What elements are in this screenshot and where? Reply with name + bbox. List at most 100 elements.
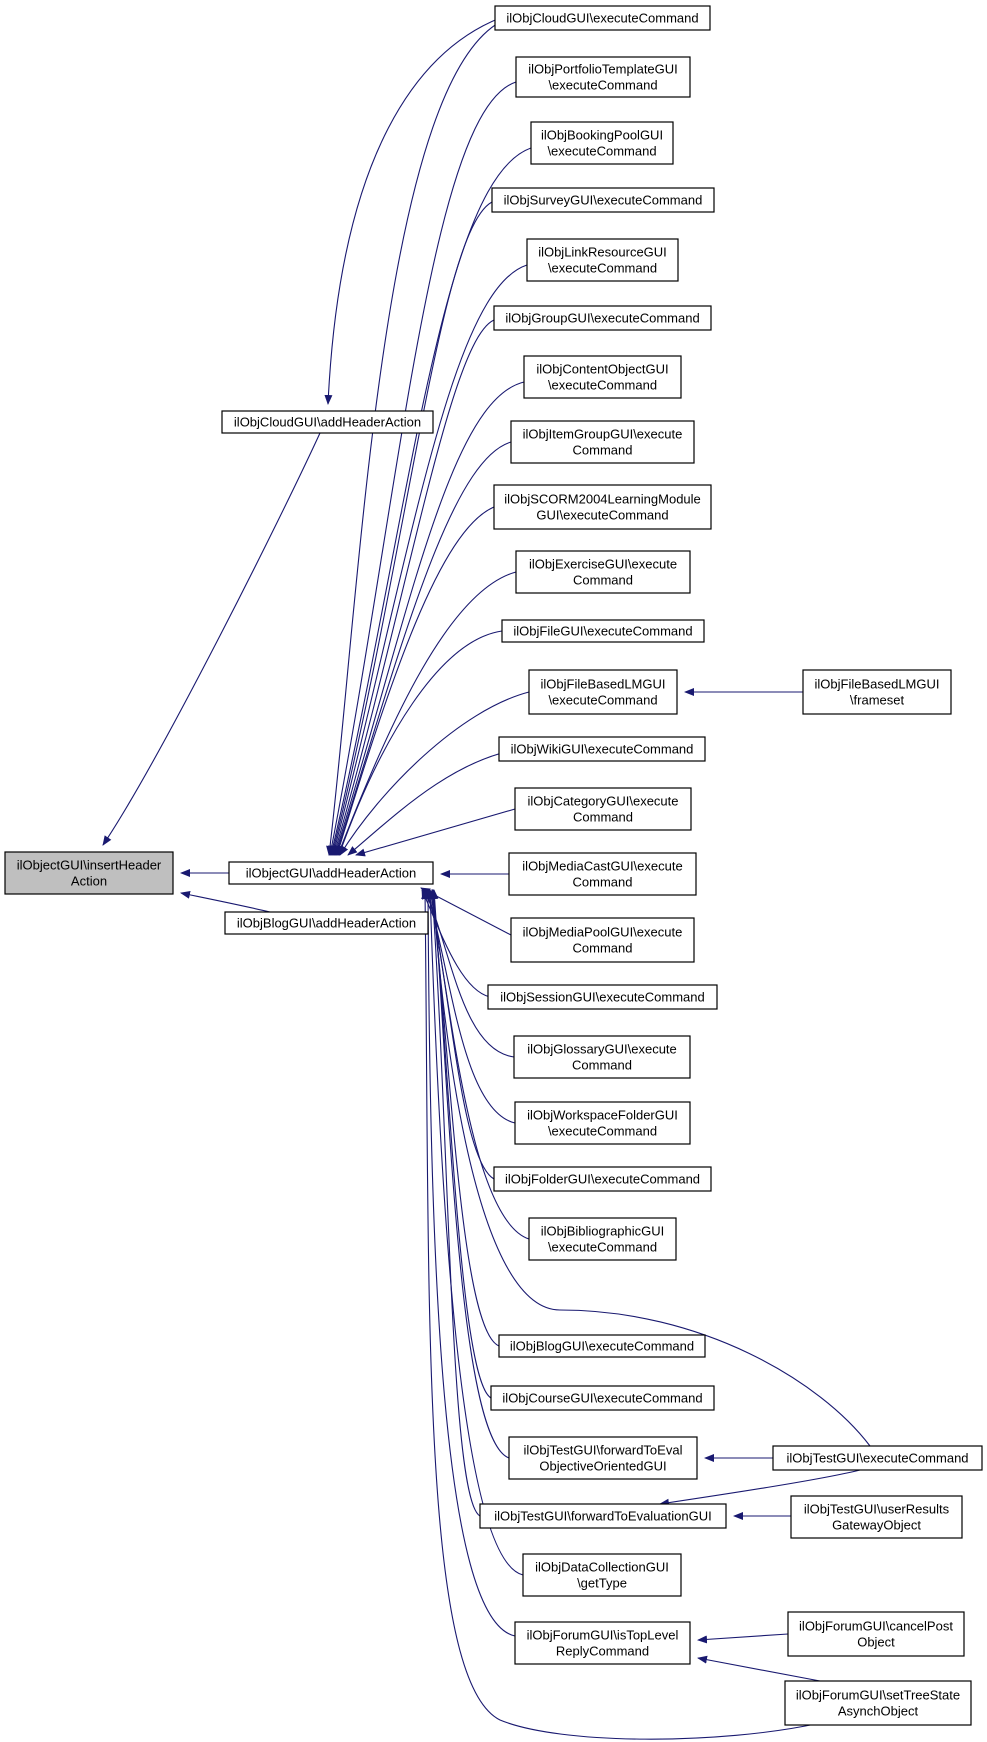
node-label-line: ilObjForumGUI\cancelPost — [799, 1619, 953, 1634]
node-filebasedlm-fs[interactable]: ilObjFileBasedLMGUI\frameset — [802, 669, 952, 715]
node-box[interactable] — [494, 5, 711, 31]
node-label-line: \executeCommand — [548, 693, 657, 708]
node-box[interactable] — [4, 851, 174, 895]
node-box[interactable] — [490, 1385, 715, 1411]
node-label-line: Command — [573, 810, 633, 825]
node-mediacast-ec[interactable]: ilObjMediaCastGUI\executeCommand — [508, 852, 697, 896]
node-linkres-ec[interactable]: ilObjLinkResourceGUI\executeCommand — [526, 238, 679, 282]
node-box[interactable] — [487, 984, 718, 1010]
edge-biblio-ec-to-object-aha — [427, 889, 530, 1240]
node-box[interactable] — [528, 1217, 677, 1261]
node-box[interactable] — [515, 550, 691, 594]
node-cloud-ec[interactable]: ilObjCloudGUI\executeCommand — [494, 5, 711, 31]
node-portfolio-ec[interactable]: ilObjPortfolioTemplateGUI\executeCommand — [515, 56, 691, 98]
node-label-line: ilObjGlossaryGUI\execute — [527, 1042, 677, 1057]
node-label-line: ilObjCloudGUI\addHeaderAction — [234, 415, 421, 430]
node-box[interactable] — [510, 420, 695, 464]
edge-group-ec-to-object-aha — [332, 319, 495, 856]
node-box[interactable] — [784, 1680, 972, 1726]
node-datacoll-gt[interactable]: ilObjDataCollectionGUI\getType — [522, 1553, 682, 1597]
node-box[interactable] — [510, 917, 695, 963]
node-box[interactable] — [530, 121, 674, 165]
edge-exercise-ec-to-object-aha — [337, 571, 517, 856]
node-label-line: ReplyCommand — [556, 1644, 649, 1659]
node-mediapool-ec[interactable]: ilObjMediaPoolGUI\executeCommand — [510, 917, 695, 963]
node-file-ec[interactable]: ilObjFileGUI\executeCommand — [501, 619, 705, 643]
node-box[interactable] — [513, 1035, 691, 1079]
node-box[interactable] — [514, 1621, 691, 1665]
node-box[interactable] — [787, 1611, 965, 1657]
node-box[interactable] — [772, 1445, 983, 1471]
node-box[interactable] — [221, 410, 434, 434]
node-cloud-aha[interactable]: ilObjCloudGUI\addHeaderAction — [221, 410, 434, 434]
node-group-ec[interactable]: ilObjGroupGUI\executeCommand — [493, 305, 712, 331]
edge-cloud-ec-to-cloud-aha — [324, 17, 501, 405]
node-label-line: ilObjForumGUI\isTopLevel — [527, 1628, 679, 1643]
node-course-ec[interactable]: ilObjCourseGUI\executeCommand — [490, 1385, 715, 1411]
node-box[interactable] — [498, 1334, 706, 1358]
edge-test-fteoo-to-object-aha — [430, 889, 510, 1459]
node-biblio-ec[interactable]: ilObjBibliographicGUI\executeCommand — [528, 1217, 677, 1261]
node-filebasedlm-ec[interactable]: ilObjFileBasedLMGUI\executeCommand — [528, 669, 678, 715]
node-test-fteoo[interactable]: ilObjTestGUI\forwardToEvalObjectiveOrien… — [508, 1436, 698, 1480]
node-box[interactable] — [493, 1166, 712, 1192]
node-label-line: \executeCommand — [548, 378, 657, 393]
node-object-aha[interactable]: ilObjectGUI\addHeaderAction — [228, 861, 434, 885]
node-box[interactable] — [528, 669, 678, 715]
node-label-line: ilObjMediaPoolGUI\execute — [523, 925, 683, 940]
node-wsfolder-ec[interactable]: ilObjWorkspaceFolderGUI\executeCommand — [514, 1101, 691, 1145]
node-category-ec[interactable]: ilObjCategoryGUI\executeCommand — [514, 787, 692, 831]
node-label-line: ilObjCategoryGUI\execute — [527, 794, 678, 809]
node-exercise-ec[interactable]: ilObjExerciseGUI\executeCommand — [515, 550, 691, 594]
node-test-ec[interactable]: ilObjTestGUI\executeCommand — [772, 1445, 983, 1471]
node-box[interactable] — [228, 861, 434, 885]
node-blog-ec[interactable]: ilObjBlogGUI\executeCommand — [498, 1334, 706, 1358]
node-box[interactable] — [479, 1503, 727, 1529]
node-box[interactable] — [526, 238, 679, 282]
node-label-line: ilObjExerciseGUI\execute — [529, 557, 677, 572]
node-box[interactable] — [508, 852, 697, 896]
node-label-line: ilObjCloudGUI\executeCommand — [506, 11, 698, 26]
node-contentobj-ec[interactable]: ilObjContentObjectGUI\executeCommand — [523, 355, 682, 399]
node-survey-ec[interactable]: ilObjSurveyGUI\executeCommand — [491, 187, 715, 213]
node-box[interactable] — [790, 1495, 963, 1539]
node-box[interactable] — [802, 669, 952, 715]
node-label-line: \executeCommand — [548, 1124, 657, 1139]
node-box[interactable] — [493, 305, 712, 331]
edge-scorm-ec-to-object-aha — [335, 506, 495, 856]
node-test-fte[interactable]: ilObjTestGUI\forwardToEvaluationGUI — [479, 1503, 727, 1529]
node-blog-aha[interactable]: ilObjBlogGUI\addHeaderAction — [224, 911, 429, 935]
edge-itemgroup-ec-to-object-aha — [334, 441, 512, 856]
node-box[interactable] — [493, 484, 712, 530]
node-wiki-ec[interactable]: ilObjWikiGUI\executeCommand — [498, 736, 706, 762]
node-box[interactable] — [224, 911, 429, 935]
node-scorm-ec[interactable]: ilObjSCORM2004LearningModuleGUI\executeC… — [493, 484, 712, 530]
node-label-line: ilObjBibliographicGUI — [541, 1224, 665, 1239]
node-box[interactable] — [498, 736, 706, 762]
node-bookingpool-ec[interactable]: ilObjBookingPoolGUI\executeCommand — [530, 121, 674, 165]
node-itemgroup-ec[interactable]: ilObjItemGroupGUI\executeCommand — [510, 420, 695, 464]
node-box[interactable] — [501, 619, 705, 643]
edge-bookingpool-ec-to-object-aha — [329, 147, 532, 856]
node-box[interactable] — [508, 1436, 698, 1480]
node-label-line: ilObjGroupGUI\executeCommand — [505, 311, 699, 326]
node-glossary-ec[interactable]: ilObjGlossaryGUI\executeCommand — [513, 1035, 691, 1079]
node-label-line: Command — [572, 1058, 632, 1073]
node-session-ec[interactable]: ilObjSessionGUI\executeCommand — [487, 984, 718, 1010]
edge-forum-itlrc-to-object-aha — [424, 889, 516, 1637]
edge-forum-stsao-to-forum-itlrc — [697, 1655, 821, 1682]
node-box[interactable] — [523, 355, 682, 399]
node-box[interactable] — [514, 1101, 691, 1145]
edge-contentobj-ec-to-object-aha — [333, 381, 525, 856]
node-folder-ec[interactable]: ilObjFolderGUI\executeCommand — [493, 1166, 712, 1192]
node-box[interactable] — [491, 187, 715, 213]
node-box[interactable] — [522, 1553, 682, 1597]
node-box[interactable] — [514, 787, 692, 831]
node-box[interactable] — [515, 56, 691, 98]
